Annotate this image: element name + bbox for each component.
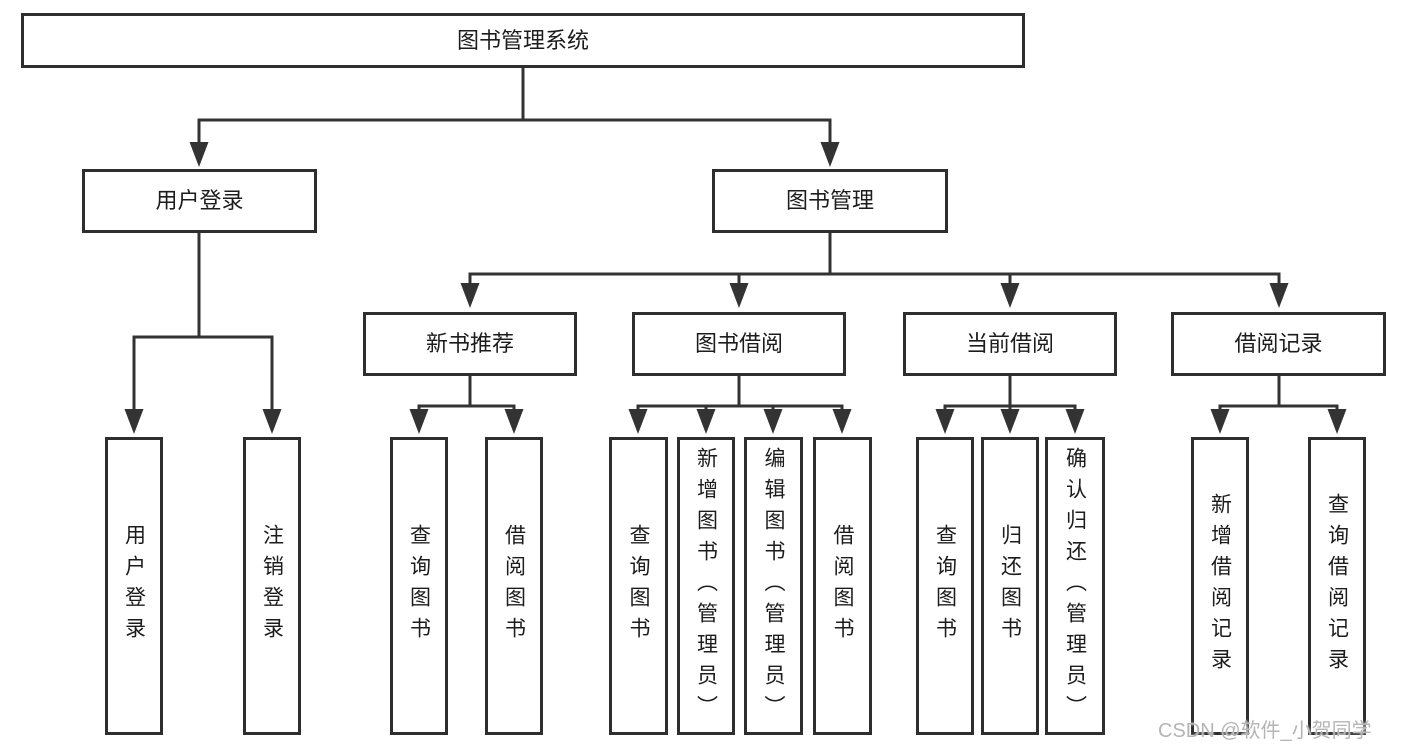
node-book-management: 图书管理 [712,169,948,233]
leaf-current-confirm-return-admin: 确认归还（管理员） [1045,437,1105,735]
csdn-watermark: CSDN @软件_小贺同学 [1158,720,1372,742]
node-book-borrowing: 图书借阅 [632,312,846,376]
leaf-user-login: 用户登录 [105,437,163,735]
leaf-borrowing-borrow-books: 借阅图书 [813,437,872,735]
leaf-records-add-borrow-record: 新增借阅记录 [1191,437,1249,735]
node-library-management-system: 图书管理系统 [21,13,1025,68]
node-current-borrowing: 当前借阅 [903,312,1117,376]
leaf-borrowing-add-books-admin: 新增图书（管理员） [677,437,735,735]
leaf-records-query-borrow-record: 查询借阅记录 [1308,437,1366,735]
node-borrowing-records: 借阅记录 [1171,312,1386,376]
leaf-borrowing-edit-books-admin: 编辑图书（管理员） [744,437,803,735]
leaf-current-query-books: 查询图书 [916,437,974,735]
leaf-logout: 注销登录 [243,437,301,735]
leaf-recommend-query-books: 查询图书 [390,437,448,735]
leaf-current-return-books: 归还图书 [981,437,1039,735]
leaf-borrowing-query-books: 查询图书 [609,437,668,735]
node-new-book-recommend: 新书推荐 [363,312,577,376]
leaf-recommend-borrow-books: 借阅图书 [485,437,543,735]
node-user-login: 用户登录 [82,169,317,233]
